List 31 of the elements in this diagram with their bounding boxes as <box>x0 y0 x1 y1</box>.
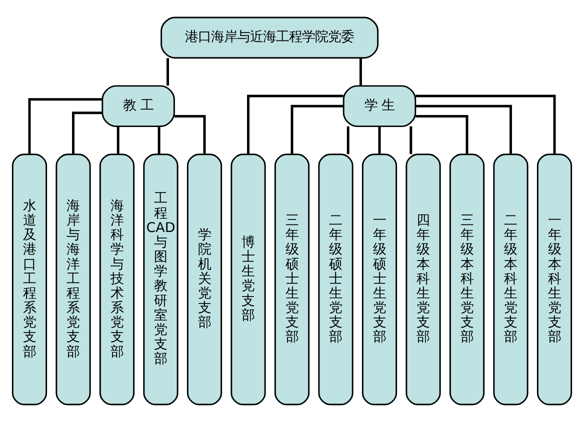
node-box: 博士生党支部 <box>230 153 266 405</box>
node-box: 海洋科学与技术系党支部 <box>99 153 135 405</box>
node-box: 港口海岸与近海工程学院党委 <box>160 16 379 58</box>
connector <box>416 114 468 154</box>
node-box: 学院机关党支部 <box>186 153 222 405</box>
connector <box>346 126 350 154</box>
connector <box>410 126 412 154</box>
node-box: 海岸与海洋工程系党支部 <box>56 153 91 405</box>
connector <box>290 104 344 154</box>
connector <box>416 104 512 154</box>
connector <box>72 111 102 154</box>
connector <box>359 58 362 86</box>
node-box: 工程CAD与图学教研室党支部 <box>143 153 178 405</box>
node-box: 一年级本科生党支部 <box>536 153 572 405</box>
connector <box>158 126 160 154</box>
node-box: 四年级本科生党支部 <box>406 153 441 405</box>
node-box: 教 工 <box>102 84 175 127</box>
node-box: 三年级硕士生党支部 <box>274 153 310 405</box>
node-box: 学 生 <box>342 84 416 127</box>
node-box: 一年级硕士生党支部 <box>362 153 398 405</box>
connector <box>166 58 169 86</box>
node-box: 三年级本科生党支部 <box>449 153 485 405</box>
node-box: 二年级硕士生党支部 <box>318 153 354 405</box>
connector <box>378 126 381 154</box>
node-box: 水道及港口工程系党支部 <box>12 153 48 405</box>
connector <box>247 94 344 154</box>
connector <box>174 114 206 154</box>
node-box: 二年级本科生党支部 <box>493 153 528 405</box>
connector <box>116 126 120 154</box>
connector <box>416 94 556 154</box>
connector <box>28 98 102 154</box>
